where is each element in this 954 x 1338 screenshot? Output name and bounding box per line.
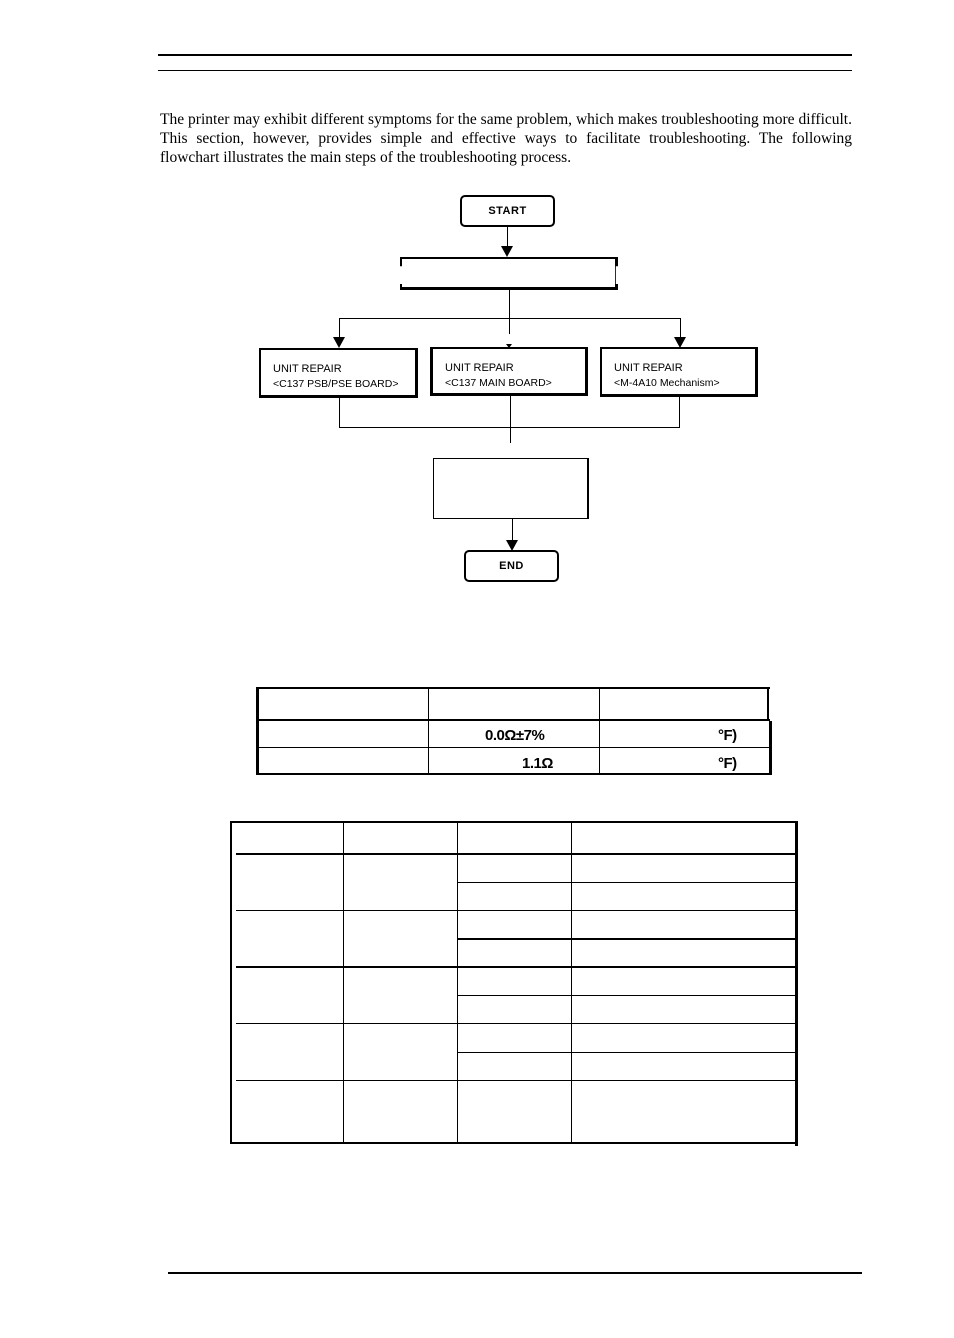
unit-repair-main-board: UNIT REPAIR <C137 MAIN BOARD> (430, 347, 588, 396)
connector (680, 318, 681, 338)
header-rule-top (158, 54, 852, 56)
connector (339, 427, 680, 428)
step-box-blank (400, 257, 618, 290)
table-cell-temperature: °F) (718, 727, 737, 744)
footer-rule (168, 1272, 862, 1274)
connector (339, 318, 340, 338)
arrow-down-icon (674, 337, 686, 348)
connector (339, 318, 681, 319)
connector (512, 519, 513, 543)
connector (507, 227, 508, 249)
connector (510, 396, 511, 443)
table-cell-resistance: 1.1Ω (522, 755, 553, 772)
unit-repair-mechanism: UNIT REPAIR <M-4A10 Mechanism> (600, 347, 758, 397)
arrow-down-icon (506, 540, 518, 551)
end-terminal: END (464, 550, 559, 582)
table-cell-resistance: 0.0Ω±7% (485, 727, 545, 744)
connector (679, 397, 680, 427)
intro-paragraph: The printer may exhibit different sympto… (160, 111, 852, 166)
table-cell-temperature: °F) (718, 755, 737, 772)
arrow-down-icon (506, 344, 512, 348)
start-terminal: START (460, 195, 555, 227)
connector (339, 398, 340, 427)
unit-repair-psb-pse: UNIT REPAIR <C137 PSB/PSE BOARD> (259, 348, 418, 398)
header-rule-bottom (158, 70, 852, 71)
arrow-down-icon (501, 246, 513, 257)
connector (509, 290, 510, 334)
arrow-down-icon (333, 337, 345, 348)
step-box-blank-2 (433, 458, 589, 519)
